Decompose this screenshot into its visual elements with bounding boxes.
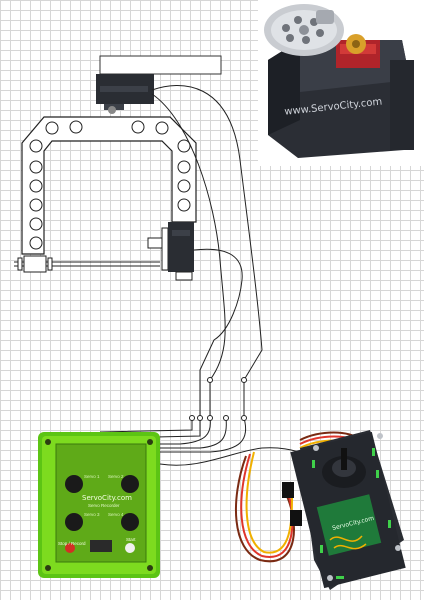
right-servo <box>147 222 194 281</box>
top-label-box <box>99 55 222 75</box>
knob-icon <box>65 475 139 531</box>
left-button-label: Stop / Record <box>58 541 86 546</box>
servo-plug-icon <box>282 482 294 498</box>
channel-label-group: Servo 1 Servo 2 Servo 3 Servo 4 <box>84 474 124 517</box>
start-button <box>125 543 135 553</box>
joystick-photo: ServoCity.com <box>290 430 406 590</box>
horizontal-rod <box>14 255 160 273</box>
channel-label: Servo 4 <box>108 512 124 517</box>
wire-junctions <box>189 377 247 421</box>
frame-holes <box>29 120 191 250</box>
servo-recorder-photo: Servo 1 Servo 2 Servo 3 Servo 4 ServoCit… <box>38 432 160 578</box>
top-servo <box>96 74 154 114</box>
joystick-icon <box>322 448 366 488</box>
channel-label: Servo 3 <box>84 512 100 517</box>
servo-plug-icon <box>290 510 302 526</box>
wiring <box>99 85 331 469</box>
recorder-subtitle: Servo Recorder <box>88 503 120 508</box>
stop-record-button <box>65 543 75 553</box>
recorder-brand-label: ServoCity.com <box>82 494 132 502</box>
servo-gearbox-photo: www.ServoCity.com <box>258 0 424 166</box>
channel-label: Servo 1 <box>84 474 100 479</box>
right-button-label: Start <box>126 537 136 542</box>
channel-label: Servo 2 <box>108 474 124 479</box>
